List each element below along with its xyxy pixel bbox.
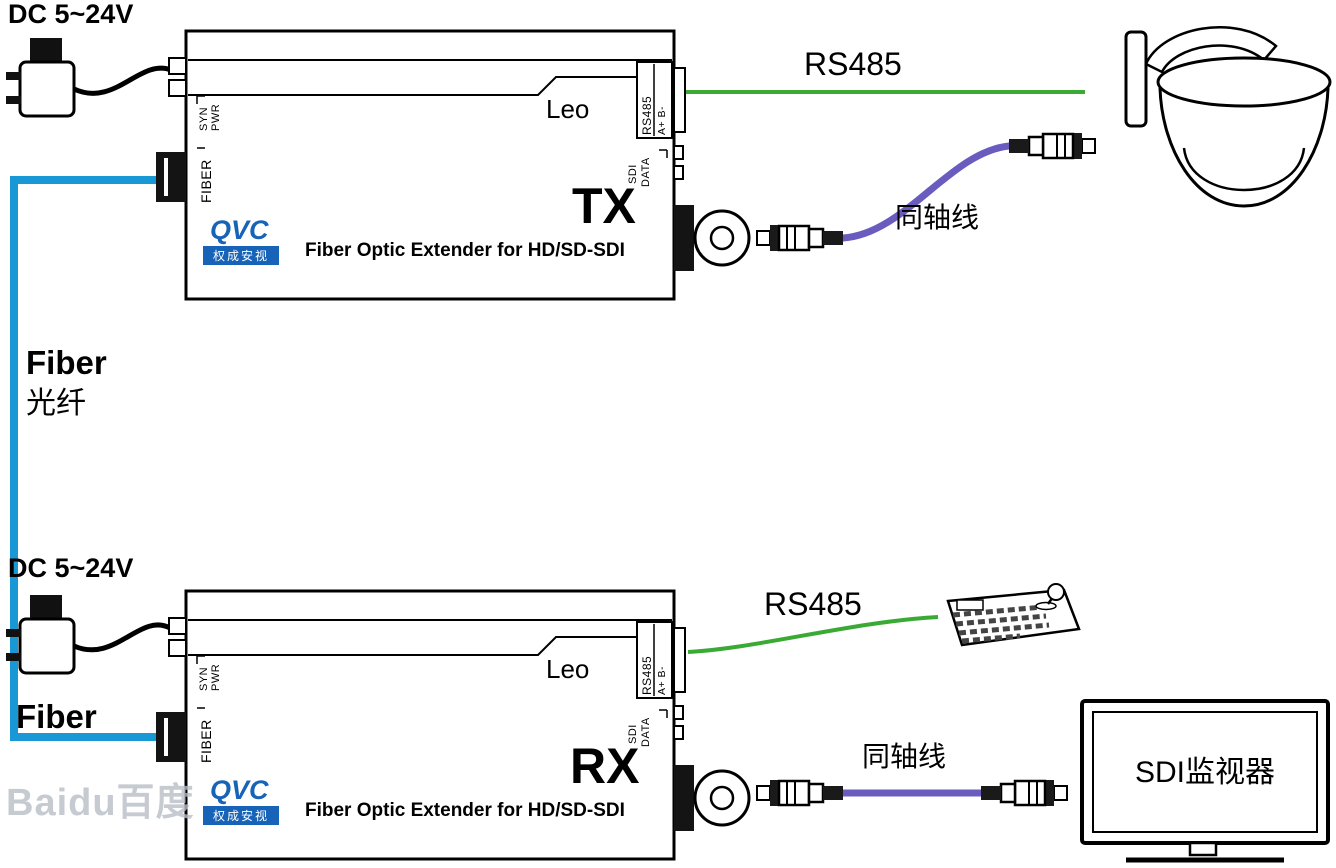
fiber-label-cn: 光纤	[26, 387, 86, 420]
ptz-dome-camera-icon	[1124, 26, 1332, 208]
brand-subtitle: 权成安视	[203, 246, 279, 265]
dc-voltage-label-top: DC 5~24V	[8, 0, 134, 29]
dc-voltage-label-bottom: DC 5~24V	[8, 553, 134, 583]
bnc-connector-icon	[979, 778, 1069, 808]
power-adapter-top-icon	[4, 36, 76, 118]
port-label-data: DATA	[640, 157, 652, 187]
fiber-label-bottom: Fiber	[16, 698, 97, 735]
bnc-connector-icon	[755, 778, 845, 808]
port-label-rs485-pins: A+ B-	[656, 105, 668, 135]
rx-device: Leo RX QVC 权成安视 Fiber Optic Extender for…	[185, 590, 675, 860]
keyboard-controller-icon	[946, 583, 1081, 647]
port-label-fiber: FIBER	[198, 719, 214, 763]
brand-logo: QVC	[210, 775, 269, 805]
rs485-link-label-top: RS485	[804, 46, 902, 82]
port-label-pwr: PWR	[210, 663, 222, 691]
watermark: Baidu百度	[6, 782, 195, 824]
port-label-rs485: RS485	[640, 95, 654, 135]
product-title: Fiber Optic Extender for HD/SD-SDI	[305, 240, 625, 261]
rs485-cable-bottom	[687, 615, 939, 654]
coax-cable-top	[839, 142, 1013, 242]
tx-device: Leo TX QVC 权成安视 Fiber Optic Extender for…	[185, 30, 675, 300]
port-label-pwr: PWR	[210, 103, 222, 131]
coax-link-label-top: 同轴线	[895, 202, 980, 233]
fiber-label-en: Fiber	[26, 344, 107, 381]
power-cable-bottom	[71, 622, 173, 653]
model-label: Leo	[546, 94, 590, 124]
port-label-fiber: FIBER	[198, 159, 214, 203]
sdi-monitor-label: SDI监视器	[1134, 756, 1275, 789]
port-label-rs485: RS485	[640, 655, 654, 695]
port-label-data: DATA	[640, 717, 652, 747]
coax-link-label-bottom: 同轴线	[862, 741, 947, 772]
sdi-monitor-icon	[1080, 699, 1330, 863]
mode-label: RX	[570, 738, 640, 794]
bnc-connector-icon	[1007, 131, 1097, 161]
brand-subtitle: 权成安视	[203, 806, 279, 825]
mode-label: TX	[572, 178, 636, 234]
fiber-cable	[10, 176, 160, 741]
rs485-link-label-bottom: RS485	[764, 586, 862, 622]
product-title: Fiber Optic Extender for HD/SD-SDI	[305, 800, 625, 821]
port-label-rs485-pins: A+ B-	[656, 665, 668, 695]
brand-logo: QVC	[210, 215, 269, 245]
bnc-connector-icon	[755, 223, 845, 253]
model-label: Leo	[546, 654, 590, 684]
power-cable-top	[71, 65, 174, 96]
